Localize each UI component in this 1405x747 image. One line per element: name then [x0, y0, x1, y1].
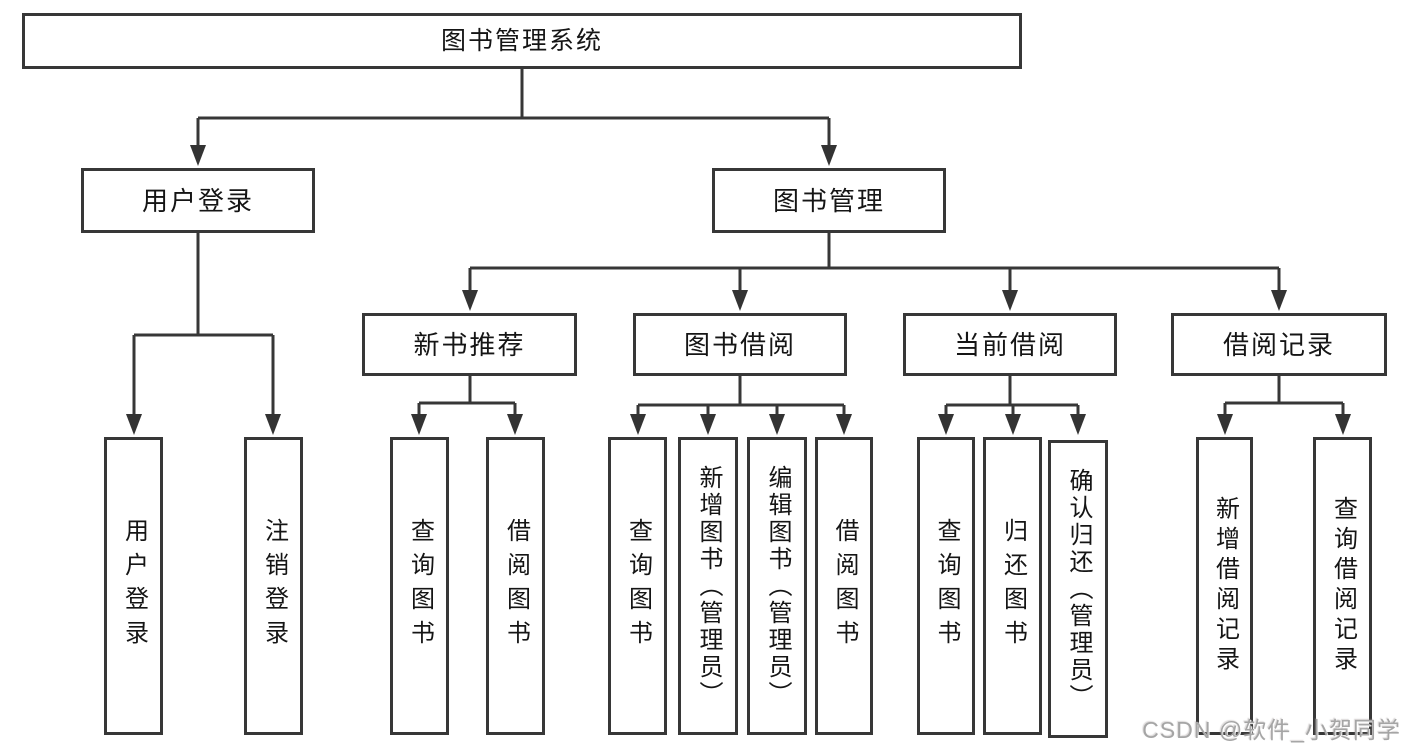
- node-leaf-query-books-borrowing: 查询图书: [608, 437, 667, 735]
- node-leaf-edit-books-admin: 编辑图书（管理员）: [747, 437, 807, 735]
- node-library-management-system: 图书管理系统: [22, 13, 1022, 69]
- node-leaf-borrow-books-recommend: 借阅图书: [486, 437, 545, 735]
- node-leaf-add-books-admin: 新增图书（管理员）: [678, 437, 738, 735]
- node-book-management-module: 图书管理: [712, 168, 946, 233]
- node-leaf-return-books: 归还图书: [983, 437, 1042, 735]
- node-book-borrowing: 图书借阅: [633, 313, 847, 376]
- csdn-watermark: CSDN @软件_小贺同学: [1142, 717, 1401, 743]
- node-leaf-user-login: 用户登录: [104, 437, 163, 735]
- node-new-book-recommend: 新书推荐: [362, 313, 577, 376]
- node-user-login-module: 用户登录: [81, 168, 315, 233]
- node-borrowing-records: 借阅记录: [1171, 313, 1387, 376]
- node-leaf-query-borrow-record: 查询借阅记录: [1313, 437, 1372, 735]
- node-leaf-borrow-books: 借阅图书: [815, 437, 873, 735]
- node-leaf-logout: 注销登录: [244, 437, 303, 735]
- node-leaf-query-books-recommend: 查询图书: [390, 437, 449, 735]
- node-leaf-query-books-current: 查询图书: [917, 437, 975, 735]
- node-leaf-confirm-return-admin: 确认归还（管理员）: [1048, 440, 1108, 738]
- arrowheads: [126, 145, 1351, 435]
- node-current-borrowing: 当前借阅: [903, 313, 1117, 376]
- node-leaf-add-borrow-record: 新增借阅记录: [1196, 437, 1253, 735]
